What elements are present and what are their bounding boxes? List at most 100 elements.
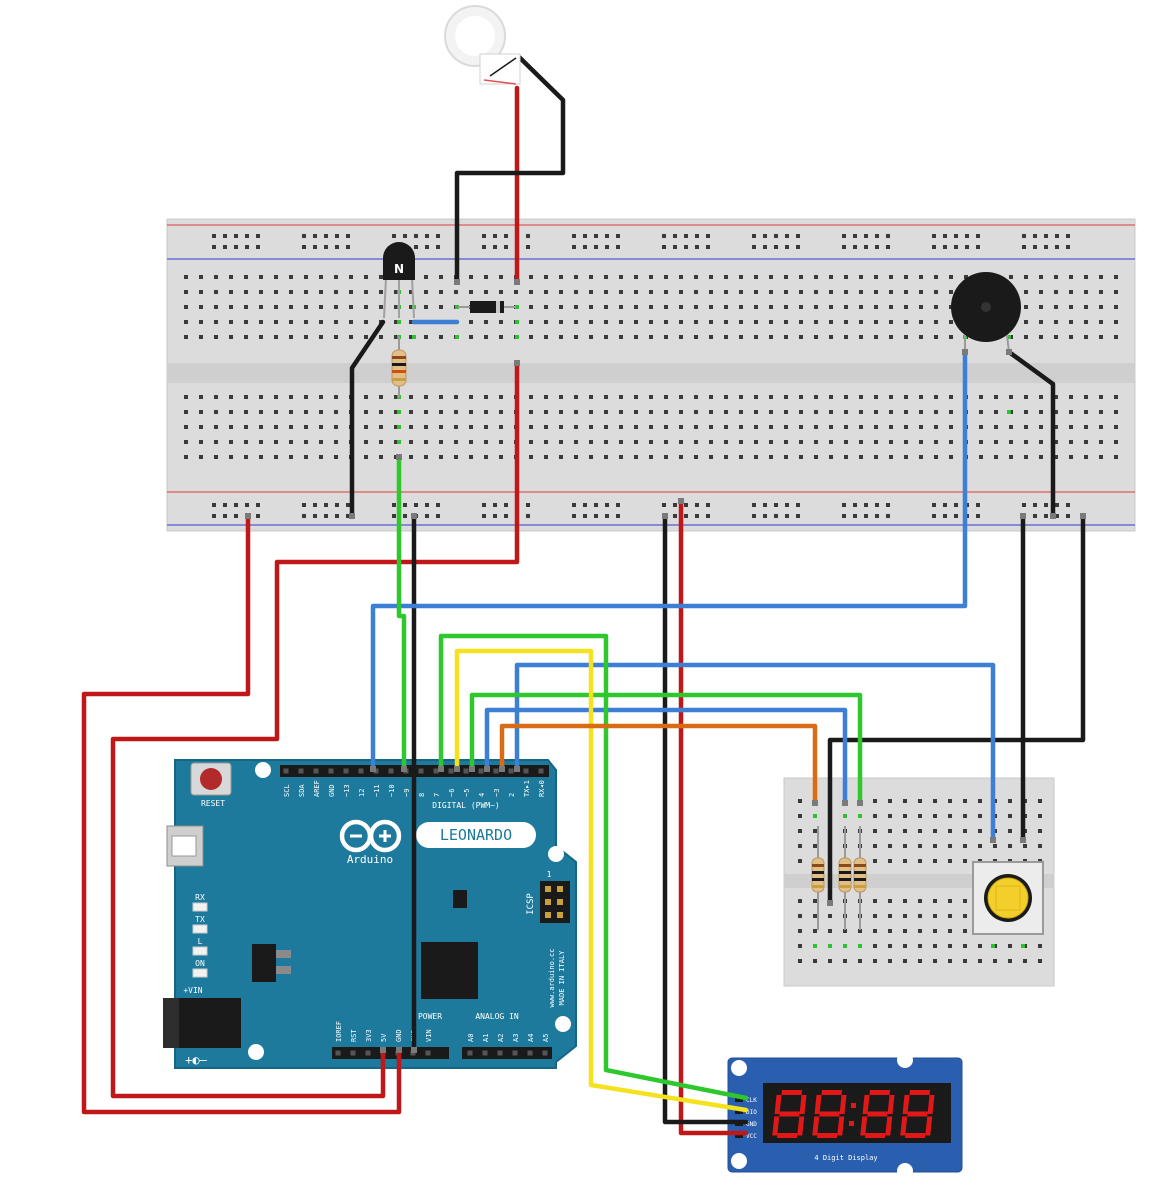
- breadboard-hole: [889, 305, 893, 309]
- header-pin[interactable]: [328, 768, 334, 774]
- wire-yellow-display-dio[interactable]: [454, 648, 749, 1113]
- header-pin[interactable]: [313, 768, 319, 774]
- header-pin[interactable]: [298, 768, 304, 774]
- breadboard-hole: [244, 410, 248, 414]
- header-pin[interactable]: [365, 1050, 371, 1056]
- header-pin[interactable]: [467, 1050, 473, 1056]
- breadboard-hole: [334, 290, 338, 294]
- breadboard-hole: [918, 914, 922, 918]
- header-pin[interactable]: [478, 768, 484, 774]
- header-pin[interactable]: [497, 1050, 503, 1056]
- wire-red-5v-rail[interactable]: [81, 513, 402, 1115]
- rail-hole: [313, 245, 317, 249]
- display-pin[interactable]: [735, 1096, 743, 1102]
- breadboard-hole: [229, 440, 233, 444]
- header-pin[interactable]: [335, 1050, 341, 1056]
- header-pin[interactable]: [542, 1050, 548, 1056]
- breadboard-hole: [364, 455, 368, 459]
- breadboard-hole: [1069, 275, 1073, 279]
- header-pin[interactable]: [527, 1050, 533, 1056]
- display-segment: [779, 1111, 800, 1117]
- wire-blue-buzzer-signal[interactable]: [370, 349, 968, 772]
- rail-hole: [965, 245, 969, 249]
- rail-hole: [763, 234, 767, 238]
- wire-black-motor-lead[interactable]: [454, 53, 566, 285]
- wire-red-3v3-motor[interactable]: [110, 360, 520, 1099]
- small-chip: [453, 890, 467, 908]
- wire-black-display-gnd[interactable]: [662, 513, 749, 1125]
- breadboard-hole: [814, 440, 818, 444]
- breadboard-hole: [784, 395, 788, 399]
- header-pin[interactable]: [538, 768, 544, 774]
- header-pin[interactable]: [358, 768, 364, 774]
- breadboard-hole: [289, 320, 293, 324]
- wire-orange-led-signal[interactable]: [499, 723, 818, 806]
- breadboard-hole: [963, 944, 967, 948]
- rail-hole: [932, 514, 936, 518]
- reset-button-cap[interactable]: [200, 768, 222, 790]
- pin-label: TX▸1: [523, 780, 531, 797]
- header-pin[interactable]: [283, 768, 289, 774]
- connected-hole: [455, 305, 459, 309]
- wire-black-buzzer-ground[interactable]: [1006, 349, 1056, 519]
- header-pin[interactable]: [433, 768, 439, 774]
- breadboard-hole: [948, 899, 952, 903]
- breadboard-hole: [529, 440, 533, 444]
- header-pin[interactable]: [463, 768, 469, 774]
- transistor-label: N: [394, 262, 404, 276]
- breadboard-hole: [1038, 814, 1042, 818]
- header-pin[interactable]: [418, 768, 424, 774]
- breadboard-hole: [229, 305, 233, 309]
- rail-hole: [302, 245, 306, 249]
- rail-hole: [853, 514, 857, 518]
- wire-black-transistor-ground[interactable]: [349, 319, 386, 519]
- breadboard-hole: [214, 335, 218, 339]
- wire-blue-button-signal[interactable]: [514, 662, 996, 843]
- header-pin[interactable]: [523, 768, 529, 774]
- icsp-pins: [545, 886, 563, 918]
- header-pin[interactable]: [448, 768, 454, 774]
- rail-hole: [932, 503, 936, 507]
- rail-hole: [932, 234, 936, 238]
- wire-end: [396, 454, 402, 460]
- breadboard-hole: [199, 410, 203, 414]
- wire-green-display-clk[interactable]: [438, 633, 749, 1101]
- breadboard-hole: [813, 899, 817, 903]
- wire-blue-led-signal[interactable]: [484, 707, 848, 806]
- header-pin[interactable]: [512, 1050, 518, 1056]
- breadboard-hole: [499, 320, 503, 324]
- header-pin[interactable]: [343, 768, 349, 774]
- breadboard-hole: [769, 335, 773, 339]
- header-pin[interactable]: [508, 768, 514, 774]
- breadboard-hole: [319, 320, 323, 324]
- breadboard-hole: [949, 410, 953, 414]
- button-cap[interactable]: [987, 877, 1029, 919]
- header-pin[interactable]: [425, 1050, 431, 1056]
- header-pin[interactable]: [493, 768, 499, 774]
- wire-black-led-ground[interactable]: [827, 513, 1086, 906]
- breadboard-hole: [828, 929, 832, 933]
- pin-label: 5V: [380, 1033, 388, 1042]
- breadboard-hole: [694, 320, 698, 324]
- breadboard-hole: [424, 425, 428, 429]
- breadboard-hole: [1008, 829, 1012, 833]
- breadboard-hole: [949, 455, 953, 459]
- breadboard-hole: [1054, 305, 1058, 309]
- breadboard-hole: [889, 395, 893, 399]
- display-segment: [885, 1116, 893, 1136]
- wire-green-led-signal[interactable]: [469, 692, 863, 806]
- breadboard-hole: [574, 455, 578, 459]
- wire-end: [990, 837, 996, 843]
- breadboard-hole: [873, 899, 877, 903]
- rail-hole: [245, 503, 249, 507]
- breadboard-hole: [904, 320, 908, 324]
- status-led: [192, 968, 208, 978]
- header-pin[interactable]: [482, 1050, 488, 1056]
- breadboard-hole: [918, 814, 922, 818]
- breadboard-hole: [229, 455, 233, 459]
- breadboard-hole: [934, 440, 938, 444]
- header-pin[interactable]: [388, 768, 394, 774]
- wire-green-transistor-base[interactable]: [396, 454, 407, 772]
- header-pin[interactable]: [350, 1050, 356, 1056]
- wire-red-display-vcc[interactable]: [678, 498, 749, 1136]
